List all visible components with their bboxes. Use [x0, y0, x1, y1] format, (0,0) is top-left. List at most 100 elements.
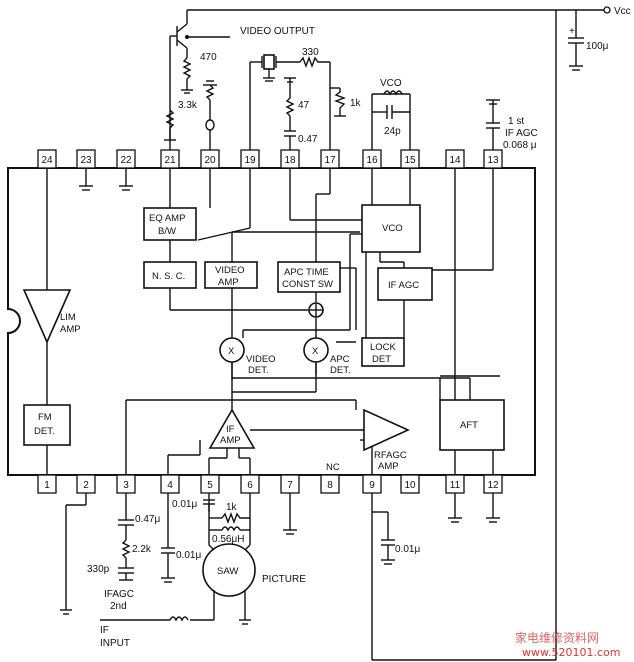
r330-label: 330	[302, 47, 319, 58]
pin7-ground	[283, 493, 297, 535]
bottom-pin-number-1: 1	[44, 480, 50, 491]
r2-2k-label: 2.2k	[132, 544, 152, 555]
fm-det-block: FM DET.	[23, 404, 71, 446]
video-amp-label-1: VIDEO	[215, 265, 245, 276]
lim-label-2: AMP	[60, 324, 81, 335]
bottom-pin-box-10	[400, 474, 420, 494]
aft-label: AFT	[460, 420, 478, 431]
r1k-56-label: 1k	[226, 502, 238, 513]
c047-label: 0.47	[298, 134, 318, 145]
pin9-network	[371, 493, 395, 660]
ifagc2-line2: 2nd	[110, 601, 127, 612]
lock-label-1: LOCK	[370, 342, 397, 353]
c100-polarity: +	[569, 26, 575, 37]
ic-body	[7, 167, 536, 476]
c001-4-label: 0.01μ	[176, 550, 201, 561]
if-amp-label-2: AMP	[220, 435, 241, 446]
top-pin-number-22: 22	[120, 155, 132, 166]
if-amp-label-1: IF	[226, 424, 235, 435]
top-pin-number-17: 17	[324, 155, 336, 166]
watermark-line1: 家电维修资料网	[515, 630, 599, 645]
c100u-label: 100μ	[586, 41, 609, 52]
video-amp-label-2: AMP	[218, 277, 239, 288]
ifagc1-line2: IF AGC	[505, 128, 538, 139]
apc-time-label-1: APC TIME	[284, 267, 329, 278]
rfagc-label-2: AMP	[378, 461, 399, 472]
ifagc1-line1: 1 st	[508, 116, 524, 127]
c001-9-label: 0.01μ	[395, 544, 420, 555]
vco-tank	[371, 90, 411, 150]
if-agc-label: IF AGC	[388, 280, 419, 291]
top-pin-number-23: 23	[80, 155, 92, 166]
output-transistor	[164, 10, 230, 150]
pin20-network	[203, 80, 217, 150]
lim-label-1: LIM	[60, 312, 76, 323]
bottom-pin-box-4	[160, 474, 180, 494]
ifagc2-line1: IFAGC	[104, 589, 134, 600]
apc-time-label-2: CONST SW	[282, 279, 333, 290]
nsc-block: N. S. C.	[143, 261, 197, 289]
top-pin-number-24: 24	[41, 155, 53, 166]
c047u-label: 0.47μ	[135, 514, 160, 525]
apc-det-mixer: X APC DET.	[303, 337, 351, 376]
if-amp-block: IF AMP	[208, 408, 256, 449]
bottom-pin-number-4: 4	[167, 480, 173, 491]
bottom-pin-number-2: 2	[83, 480, 89, 491]
lock-label-2: DET	[372, 354, 391, 365]
c330p-label: 330p	[87, 564, 110, 575]
r470-label: 470	[200, 52, 217, 63]
c001-5-label: 0.01μ	[172, 499, 197, 510]
pin13-network	[486, 99, 500, 150]
top-pin-number-18: 18	[284, 155, 296, 166]
pin2-wire	[60, 493, 87, 615]
bottom-pin-number-12: 12	[487, 480, 499, 491]
video-output-label: VIDEO OUTPUT	[240, 26, 315, 37]
r47-label: 47	[298, 100, 310, 111]
rfagc-label-1: RFAGC	[374, 450, 407, 461]
pin11-12-grounds	[448, 493, 500, 523]
pin3-network	[118, 493, 134, 581]
vco-tank-label: VCO	[380, 78, 402, 89]
apc-det-label-2: DET.	[330, 365, 351, 376]
video-det-x: X	[228, 346, 235, 357]
aft-block: AFT	[439, 399, 505, 451]
top-pin-number-21: 21	[164, 155, 176, 166]
internal-wiring	[46, 168, 500, 475]
r3-3k-label: 3.3k	[178, 100, 198, 111]
l056-label: 0.56μH	[212, 534, 244, 545]
nsc-label: N. S. C.	[152, 271, 185, 282]
pin23-22-grounds	[79, 168, 133, 191]
vco-block: VCO	[361, 204, 421, 253]
picture-label: PICTURE	[262, 574, 306, 585]
bottom-pin-number-8: 8	[327, 480, 333, 491]
rfagc-amp-block: RFAGC AMP	[363, 408, 410, 472]
if-agc-block: IF AGC	[377, 267, 433, 301]
video-det-label-1: VIDEO	[246, 354, 276, 365]
bottom-pin-number-9: 9	[369, 480, 375, 491]
if-input-line1: IF	[100, 625, 109, 636]
c24p-label: 24p	[384, 126, 401, 137]
top-pin-number-14: 14	[449, 155, 461, 166]
eq-amp-mode: B/W	[158, 226, 176, 237]
lim-amp-block: LIM AMP	[22, 289, 81, 344]
top-pin-number-20: 20	[204, 155, 216, 166]
video-det-label-2: DET.	[248, 365, 269, 376]
bottom-pin-number-7: 7	[287, 480, 293, 491]
watermark-line2: www.520101.com	[522, 646, 620, 659]
top-pin-number-13: 13	[487, 155, 499, 166]
bottom-pin-number-3: 3	[123, 480, 129, 491]
bottom-pin-number-11: 11	[450, 480, 461, 491]
bottom-pin-number-10: 10	[404, 480, 416, 491]
fm-label-1: FM	[38, 412, 52, 423]
lock-det-block: LOCK DET	[361, 337, 405, 367]
top-pin-number-16: 16	[366, 155, 378, 166]
eq-amp-block: EQ AMP B/W	[143, 207, 197, 241]
bottom-pin-number-5: 5	[207, 480, 213, 491]
video-amp-block: VIDEO AMP	[204, 261, 258, 289]
pin5-6-network	[100, 493, 256, 625]
ifagc1-line3: 0.068 μ	[503, 140, 537, 151]
pin4-network	[161, 493, 175, 583]
